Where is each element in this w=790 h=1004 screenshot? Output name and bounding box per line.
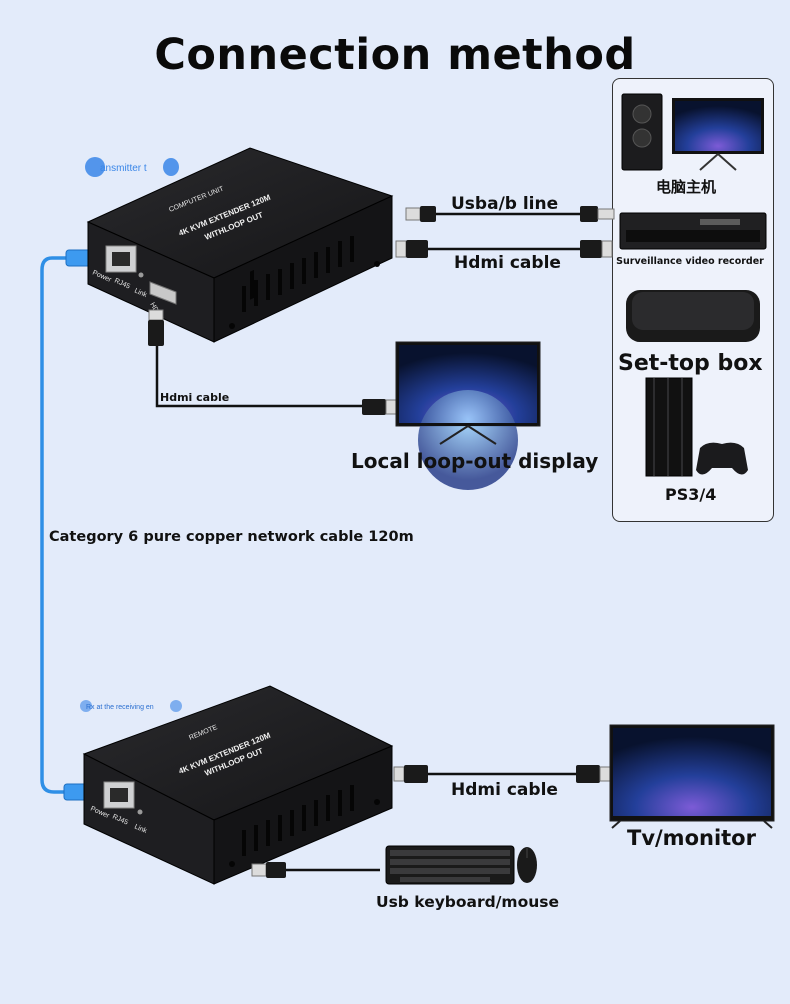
hdmi-port-tx — [149, 281, 177, 305]
pc-icon — [621, 93, 764, 171]
usb-a-plug-top — [580, 206, 615, 222]
set-top-box-icon — [626, 290, 760, 342]
transmitter-unit — [86, 147, 394, 343]
receiver-tag: Rx at the receiving en — [86, 704, 154, 711]
usb-kbm-label: Usb keyboard/mouse — [376, 893, 559, 911]
hdmi-plug-loop-display — [362, 399, 397, 415]
hdmi-plug-left-top — [395, 240, 428, 258]
network-cable-label: Category 6 pure copper network cable 120… — [49, 529, 414, 545]
vent-slots-tx — [250, 269, 254, 300]
local-display-label: Local loop-out display — [351, 449, 598, 473]
rj45-port-tx — [105, 245, 137, 273]
tx-port-link: Link — [133, 287, 148, 299]
dvr-icon — [619, 212, 767, 250]
usb-a-plug-kbm — [251, 862, 286, 878]
hdmi-top-label: Hdmi cable — [454, 253, 561, 273]
hdmi-plug-right-rx — [576, 765, 611, 783]
rj45-port-rx — [103, 781, 135, 809]
page-title: Connection method — [154, 30, 636, 80]
usb-ab-label: Usba/b line — [451, 194, 558, 214]
mouse-icon — [517, 847, 537, 883]
hdmi-plug-right-top — [580, 240, 613, 258]
transmitter-tag: ansmitter t — [100, 163, 147, 174]
hdmi-rx-label: Hdmi cable — [451, 780, 558, 800]
console-label: PS3/4 — [665, 485, 716, 504]
hdmi-loop-label: Hdmi cable — [160, 391, 229, 404]
dvr-label: Surveillance video recorder — [616, 256, 764, 267]
local-display — [395, 341, 541, 490]
game-console-icon — [645, 377, 748, 477]
hdmi-plug-loop-vertical — [148, 309, 164, 346]
hdmi-plug-left-rx — [393, 765, 428, 783]
set-top-box-label: Set-top box — [618, 351, 763, 376]
rx-port-link: Link — [133, 823, 148, 835]
pc-label: 电脑主机 — [656, 178, 716, 196]
keyboard-icon — [385, 845, 515, 885]
usb-b-plug — [405, 206, 436, 222]
tv-monitor-label: Tv/monitor — [627, 826, 757, 850]
tv-monitor — [609, 724, 775, 829]
network-cable — [40, 256, 84, 794]
receiver-unit — [82, 685, 394, 885]
